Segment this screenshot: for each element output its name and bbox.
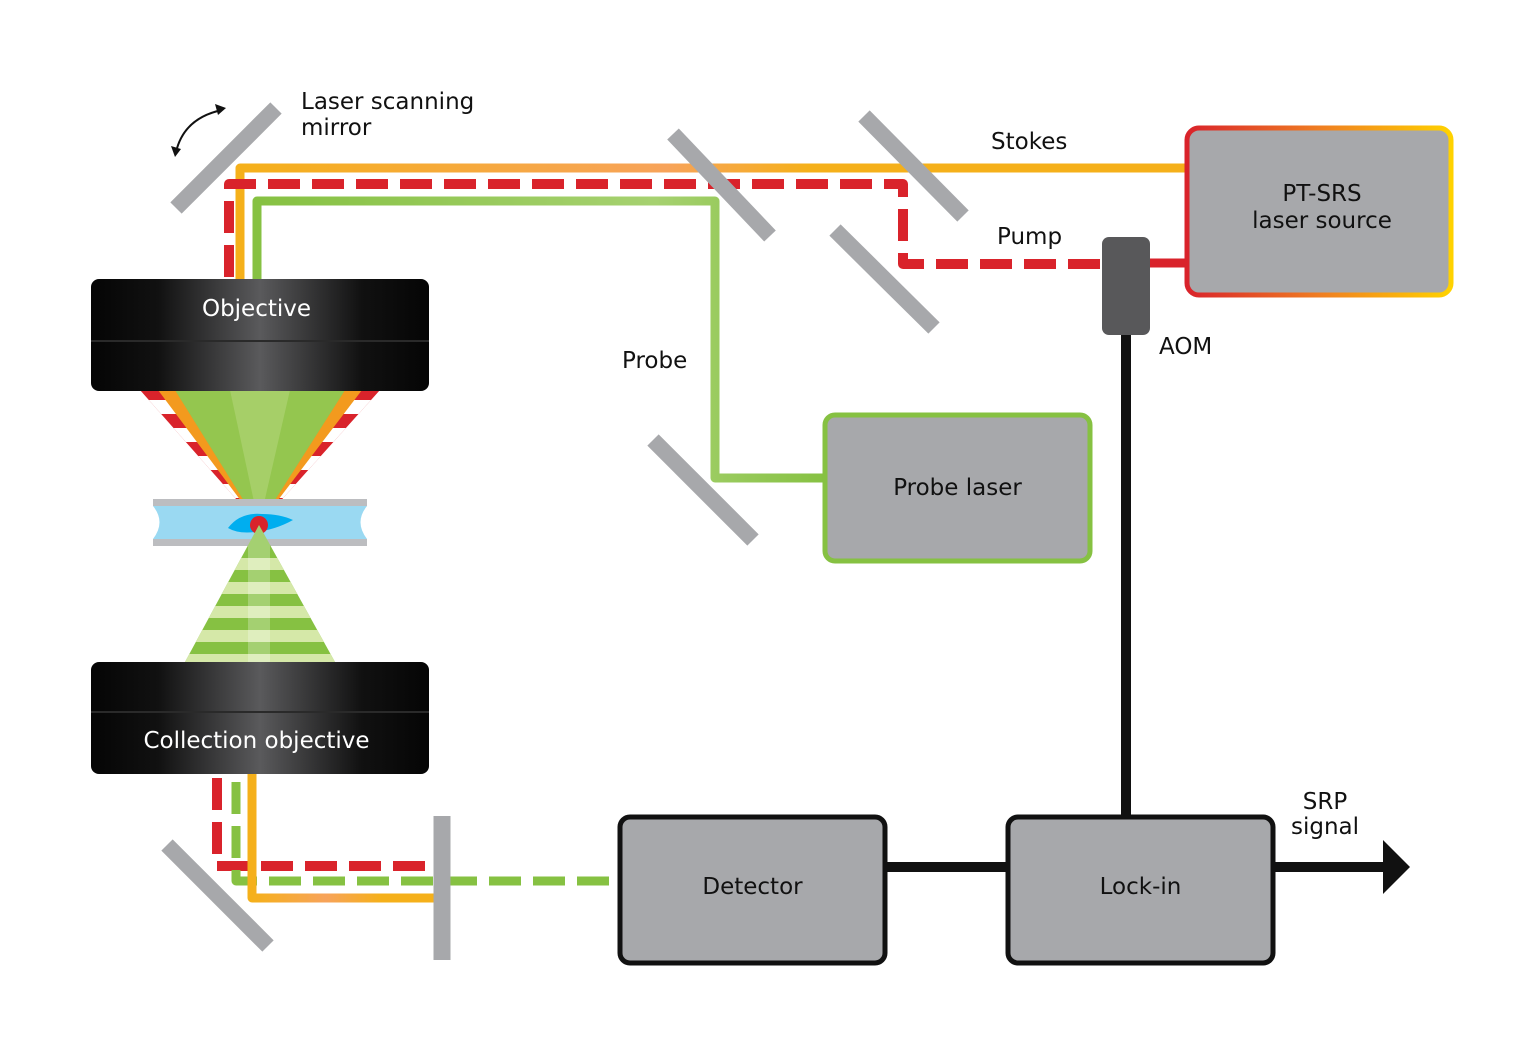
probe-laser-label: Probe laser [893,475,1022,501]
aom-label: AOM [1159,334,1213,360]
stokes-label: Stokes [991,129,1068,155]
pump-label: Pump [997,224,1063,250]
laser-source-label-line1: PT-SRS [1282,181,1362,207]
scanning-mirror-label: Laser scanning mirror [301,89,474,141]
lockin-box[interactable] [1005,814,1276,966]
laser-source-label: PT-SRS laser source [1187,181,1457,235]
fold-mirror [161,839,274,952]
collection-objective-lens[interactable] [91,662,429,774]
rotation-arrow-head-bottom [171,146,181,157]
scanning-mirror-label-line2: mirror [301,115,372,141]
pump-beam [224,179,1100,282]
srp-signal-label-line1: SRP [1302,789,1348,815]
aom-box[interactable] [1102,237,1150,335]
pump-beam-transmitted [212,778,437,871]
objective-lens[interactable] [91,279,429,391]
srp-signal-label-line2: signal [1291,814,1360,840]
dichroic-mirror-1 [667,128,776,242]
mirror-3 [829,224,940,334]
dichroic-mirror-2 [858,110,969,222]
probe-beam [252,196,826,483]
stokes-beam [235,163,1188,282]
objective-label: Objective [201,296,312,322]
probe-laser-box[interactable] [822,412,1093,564]
laser-source-box[interactable] [1184,125,1454,298]
detector-label: Detector [702,874,803,900]
scanning-mirror-label-line1: Laser scanning [301,89,475,115]
probe-label: Probe [622,348,688,374]
rotation-arrow-head-top [215,104,226,115]
probe-beam-transmitted [231,782,620,886]
srp-signal-arrow-icon [1383,840,1410,894]
stokes-beam-transmitted [247,774,437,903]
focusing-cone [140,390,380,525]
laser-scanning-mirror[interactable] [170,102,282,214]
detector-box[interactable] [617,814,888,966]
lockin-label: Lock-in [1099,874,1182,900]
collection-objective-label: Collection objective [143,728,370,754]
mirror-4 [647,434,759,546]
laser-source-label-line2: laser source [1252,208,1392,234]
rotation-arrow-icon [175,109,223,153]
srp-signal-label: SRP signal [1291,790,1359,840]
